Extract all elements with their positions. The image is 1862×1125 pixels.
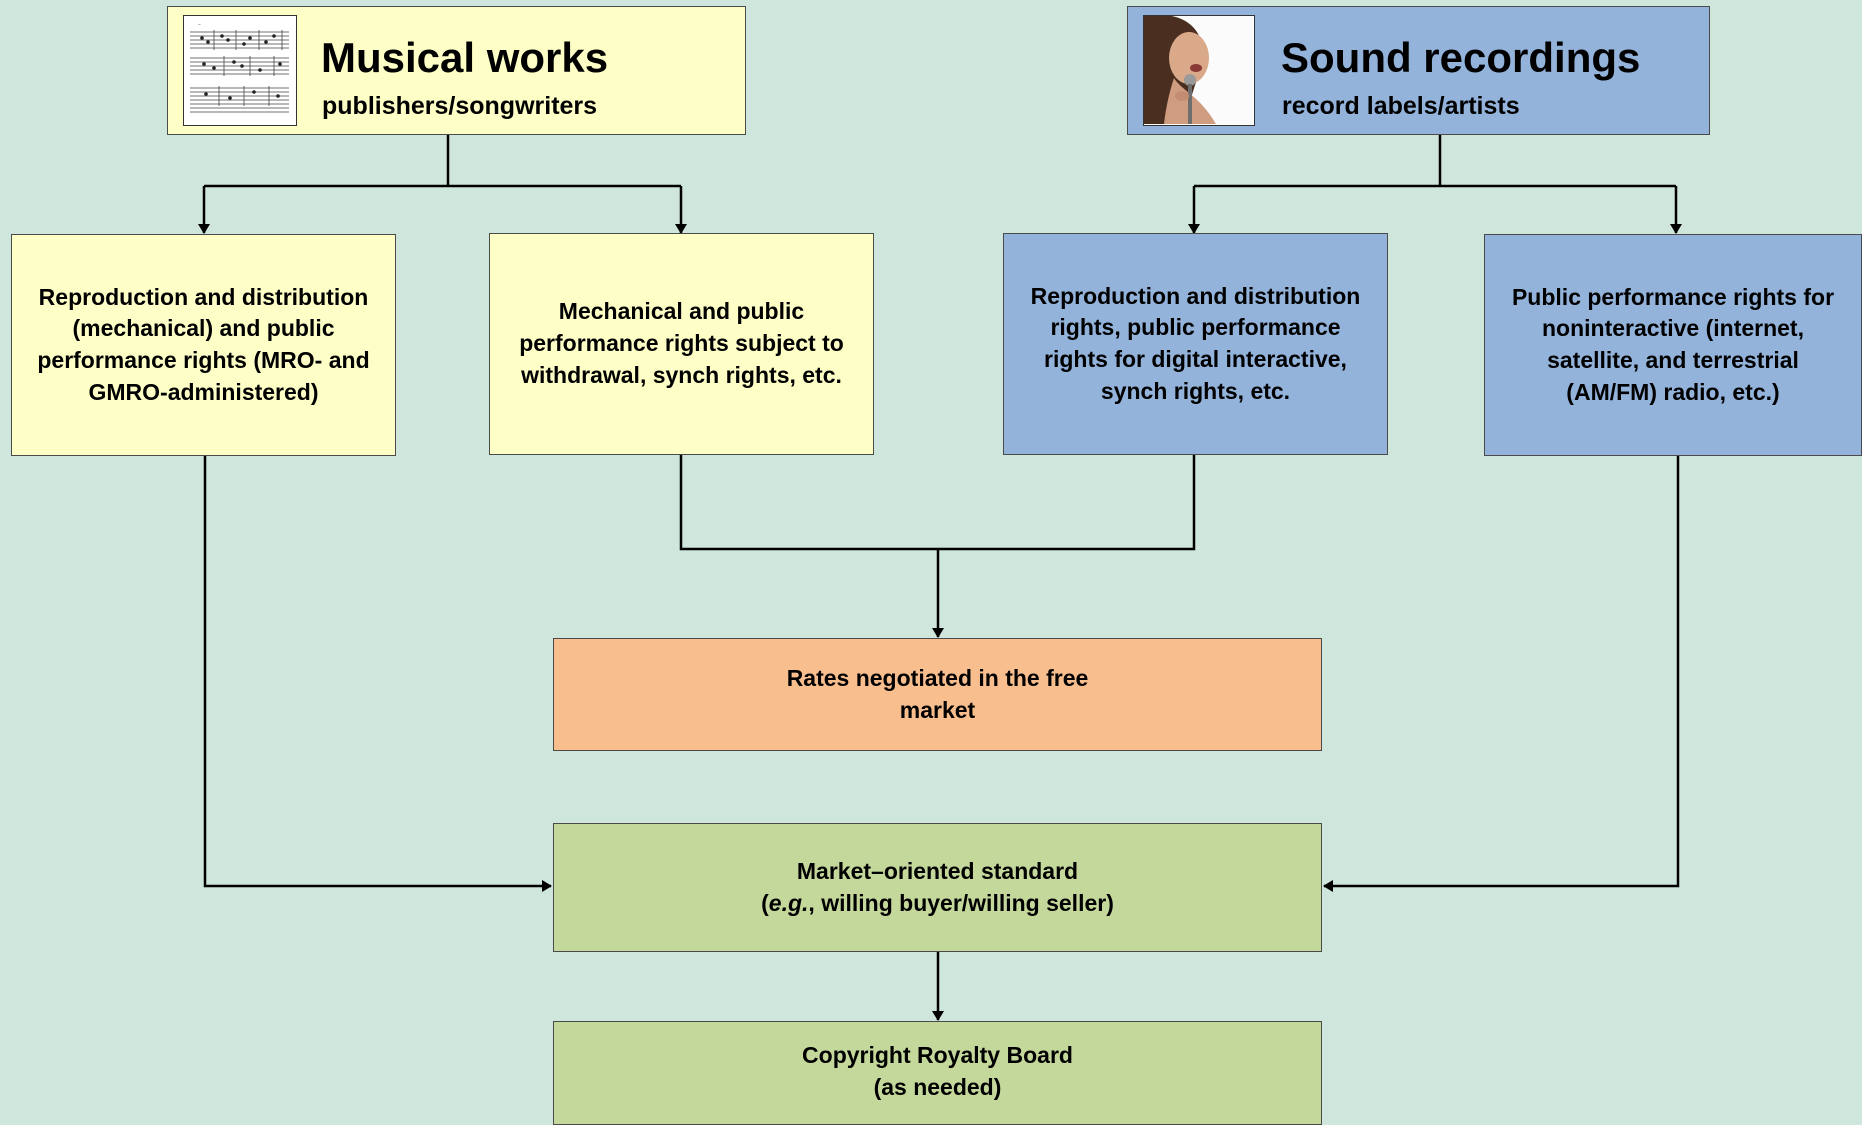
crb-box: Copyright Royalty Board (as needed) xyxy=(553,1021,1322,1125)
digital-interactive-text: Reproduction and distribution rights, pu… xyxy=(1030,282,1361,404)
noninteractive-text: Public performance rights for noninterac… xyxy=(1511,283,1835,405)
sound-recordings-title: Sound recordings xyxy=(1281,34,1641,81)
musical-works-title: Musical works xyxy=(321,34,609,81)
sound-recordings-header: Sound recordings record labels/artists xyxy=(1127,6,1710,135)
mro-rights-text: Reproduction and distribution (mechanica… xyxy=(37,283,370,405)
free-market-text: Rates negotiated in the free market xyxy=(786,664,1089,723)
market-standard-eg: e.g. xyxy=(768,889,809,916)
sheet-music-image: ~ xyxy=(183,15,297,126)
market-standard-text: Market–oriented standard (e.g., willing … xyxy=(761,856,1114,919)
singer-photo-image xyxy=(1143,15,1255,126)
svg-text:~: ~ xyxy=(198,23,201,28)
mechanical-withdrawal-box: Mechanical and public performance rights… xyxy=(489,233,874,455)
crb-line1: Copyright Royalty Board xyxy=(802,1042,1073,1068)
crb-text: Copyright Royalty Board (as needed) xyxy=(802,1040,1073,1103)
market-standard-rest: , willing buyer/willing seller) xyxy=(808,889,1114,916)
crb-line2: (as needed) xyxy=(873,1073,1002,1100)
connector-mro-to-standard xyxy=(203,455,552,892)
connector-noninteractive-to-standard xyxy=(1323,455,1680,892)
noninteractive-box: Public performance rights for noninterac… xyxy=(1484,234,1862,456)
connector-merge-free-market xyxy=(679,455,1196,551)
free-market-box: Rates negotiated in the free market xyxy=(553,638,1322,751)
market-standard-line1: Market–oriented standard xyxy=(796,857,1079,884)
musical-works-subtitle: publishers/songwriters xyxy=(322,92,598,120)
market-standard-open: ( xyxy=(761,889,769,916)
mro-rights-box: Reproduction and distribution (mechanica… xyxy=(11,234,396,456)
mechanical-withdrawal-text: Mechanical and public performance rights… xyxy=(519,298,844,388)
musical-works-header: ~ Musical works publishers/songwriters xyxy=(167,6,746,135)
sound-recordings-subtitle: record labels/artists xyxy=(1282,92,1520,120)
digital-interactive-box: Reproduction and distribution rights, pu… xyxy=(1003,233,1388,455)
market-standard-box: Market–oriented standard (e.g., willing … xyxy=(553,823,1322,952)
